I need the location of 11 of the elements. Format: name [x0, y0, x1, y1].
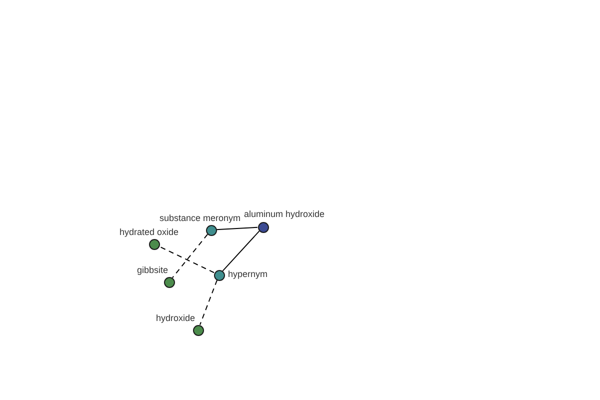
- connector-line: [158, 246, 215, 274]
- node-label: hydrated oxide: [119, 227, 179, 238]
- node-label: hydroxide: [156, 313, 195, 324]
- connector-line: [222, 230, 260, 272]
- connector-line: [172, 234, 208, 278]
- node-label: gibbsite: [136, 265, 168, 276]
- node-label: hypernym: [228, 269, 268, 280]
- connector-line: [216, 226, 258, 230]
- node-label: substance meronym: [159, 213, 241, 224]
- node-label: aluminum hydroxide: [244, 209, 325, 220]
- connector-line: [199, 280, 218, 326]
